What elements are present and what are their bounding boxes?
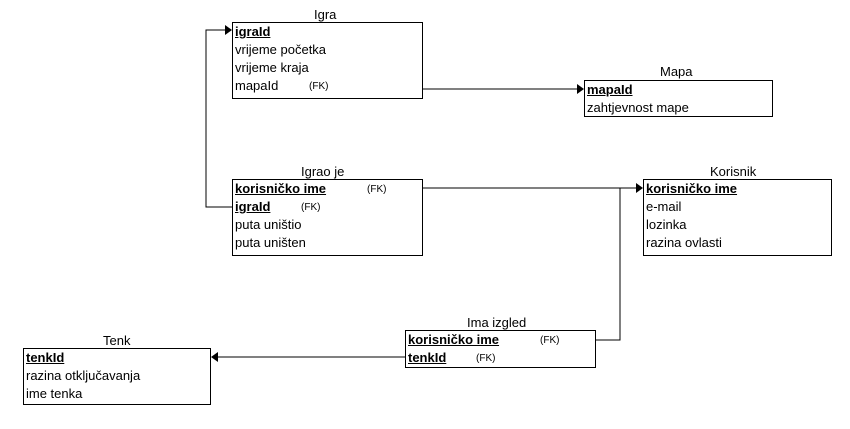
entity-title-igraoje: Igrao je [301, 164, 345, 179]
field-korisnicko-ime-pk: korisničko ime [646, 181, 738, 196]
field-korisnicko-ime-fk: korisničko ime(FK) [233, 180, 422, 198]
field-zahtjevnost-mape: zahtjevnost mape [587, 100, 689, 115]
field-mapaid-pk: mapaId [587, 82, 633, 97]
fk-marker: (FK) [476, 353, 496, 364]
field-vrijeme-kraja: vrijeme kraja [235, 60, 309, 75]
entity-korisnik[interactable]: korisničko ime e-mail lozinka razina ovl… [643, 179, 832, 256]
field-puta-unisten: puta uništen [235, 235, 306, 250]
arrowhead-mapa [577, 84, 584, 94]
field-razina-ovlasti: razina ovlasti [646, 235, 722, 250]
entity-ima-izgled[interactable]: korisničko ime(FK) tenkId(FK) [405, 330, 596, 368]
entity-igra[interactable]: igraId vrijeme početka vrijeme kraja map… [232, 22, 423, 99]
field-korisnicko-ime-fk: korisničko ime(FK) [406, 331, 595, 349]
field-lozinka: lozinka [646, 217, 687, 232]
field-razina-otkljucavanja: razina otključavanja [26, 368, 141, 383]
link-imaizgled-korisnik [596, 188, 621, 341]
field-igraid: igraId [235, 24, 271, 39]
field-igraid-fk: igraId(FK) [233, 198, 422, 216]
fk-marker: (FK) [309, 81, 329, 92]
fk-marker: (FK) [301, 202, 321, 213]
entity-igrao-je[interactable]: korisničko ime(FK) igraId(FK) puta uništ… [232, 179, 423, 256]
field-vrijeme-pocetka: vrijeme početka [235, 42, 327, 57]
entity-title-mapa: Mapa [660, 64, 693, 79]
fk-marker: (FK) [540, 335, 560, 346]
arrowhead-korisnik [636, 183, 643, 193]
field-tenkid-fk: tenkId(FK) [406, 349, 595, 367]
entity-title-imaizgled: Ima izgled [467, 315, 527, 330]
entity-mapa[interactable]: mapaId zahtjevnost mape [584, 80, 773, 117]
link-igraoje-igra [205, 29, 232, 208]
entity-title-korisnik: Korisnik [710, 164, 757, 179]
entity-tenk[interactable]: tenkId razina otključavanja ime tenka [23, 348, 211, 405]
entity-title-tenk: Tenk [103, 333, 131, 348]
arrowhead-igra [225, 25, 232, 35]
fk-marker: (FK) [367, 184, 387, 195]
arrowhead-tenk [211, 352, 218, 362]
field-mapaid: mapaId(FK) [233, 77, 422, 95]
field-email: e-mail [646, 199, 682, 214]
field-tenkid-pk: tenkId [26, 350, 65, 365]
entity-title-igra: Igra [314, 7, 337, 22]
field-ime-tenka: ime tenka [26, 386, 83, 401]
field-puta-unistio: puta uništio [235, 217, 302, 232]
